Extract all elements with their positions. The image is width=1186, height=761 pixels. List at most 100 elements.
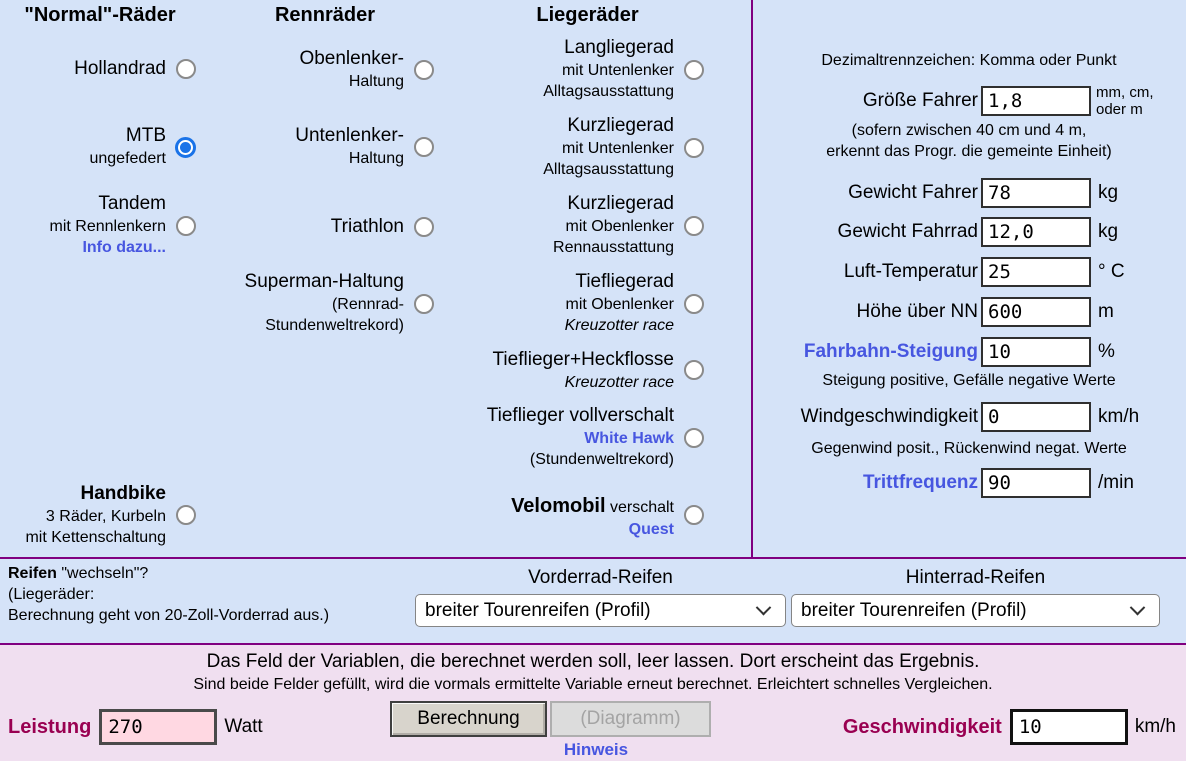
gewicht-fahrer-unit: kg	[1098, 181, 1119, 203]
option-tieflieger-heckflosse: Tieflieger+Heckflosse Kreuzotter race	[420, 348, 708, 393]
option-sublabel: mit Rennlenkern	[49, 218, 167, 235]
hoehe-ueber-nn-input[interactable]	[981, 296, 1091, 327]
radio-triathlon[interactable]	[414, 217, 434, 237]
option-untenlenker: Untenlenker- Haltung	[120, 124, 438, 169]
gewicht-fahrrad-label: Gewicht Fahrrad	[837, 220, 978, 242]
radio-mtb-selected[interactable]	[175, 137, 196, 158]
option-sublabel: (Rennrad-	[331, 296, 404, 313]
radio-tieflieger-heckflosse[interactable]	[684, 360, 704, 380]
radio-hollandrad[interactable]	[176, 59, 196, 79]
option-sublabel: 3 Räder, Kurbeln	[45, 508, 166, 525]
column-header-rennraeder: Rennräder	[274, 4, 376, 26]
radio-kurzliegerad-obenlenker[interactable]	[684, 216, 704, 236]
leistung-input[interactable]	[99, 709, 218, 745]
radio-tandem[interactable]	[176, 216, 196, 236]
option-label: Hollandrad	[74, 58, 166, 79]
slope-note: Steigung positive, Gefälle negative Wert…	[822, 372, 1116, 389]
berechnung-button[interactable]: Berechnung	[390, 701, 547, 737]
geschwindigkeit-label: Geschwindigkeit	[842, 715, 1002, 738]
option-variant-name: Kreuzotter race	[564, 317, 674, 334]
luft-temperatur-label: Luft-Temperatur	[843, 260, 978, 282]
vorderrad-reifen-select[interactable]: breiter Tourenreifen (Profil)	[415, 594, 786, 627]
radio-obenlenker[interactable]	[414, 60, 434, 80]
leistung-row: Leistung Watt	[8, 707, 263, 747]
radio-superman[interactable]	[414, 294, 434, 314]
trittfrequenz-unit: /min	[1098, 471, 1134, 493]
option-label: Tieflieger vollverschalt	[486, 405, 674, 426]
radio-untenlenker[interactable]	[414, 137, 434, 157]
radio-handbike[interactable]	[176, 505, 196, 525]
tires-question-rest: "wechseln"?	[56, 565, 149, 582]
vorderrad-reifen-header: Vorderrad-Reifen	[528, 567, 673, 588]
info-dazu-link[interactable]: Info dazu...	[82, 239, 166, 256]
calculation-section: Das Feld der Variablen, die berechnet we…	[0, 645, 1186, 761]
luft-temperatur-input[interactable]	[981, 256, 1091, 287]
column-header-normal: "Normal"-Räder	[24, 4, 176, 26]
leistung-unit: Watt	[224, 716, 263, 737]
tires-question-line2: (Liegeräder:	[8, 586, 95, 603]
option-sublabel: mit Untenlenker	[561, 62, 674, 79]
vertical-divider	[751, 0, 753, 557]
option-obenlenker: Obenlenker- Haltung	[120, 47, 438, 92]
fahrbahn-steigung-unit: %	[1098, 340, 1115, 362]
windgeschwindigkeit-input[interactable]	[981, 401, 1091, 432]
option-label: Triathlon	[330, 216, 404, 237]
vorderrad-reifen-value: breiter Tourenreifen (Profil)	[425, 599, 651, 621]
option-label: Langliegerad	[564, 37, 674, 58]
gewicht-fahrrad-input[interactable]	[981, 216, 1091, 247]
option-sublabel2: Rennausstattung	[553, 239, 674, 256]
radio-langliegerad[interactable]	[684, 60, 704, 80]
option-sublabel: ungefedert	[89, 150, 166, 167]
luft-temperatur-unit: ° C	[1098, 260, 1125, 282]
option-suffix: verschalt	[605, 499, 674, 516]
hinterrad-reifen-select[interactable]: breiter Tourenreifen (Profil)	[791, 594, 1160, 627]
tires-question-line3: Berechnung geht von 20-Zoll-Vorderrad au…	[8, 607, 330, 624]
radio-kurzliegerad-untenlenker[interactable]	[684, 138, 704, 158]
bike-selection-section: "Normal"-Räder Rennräder Liegeräder Holl…	[0, 0, 1186, 559]
leistung-label: Leistung	[8, 715, 92, 738]
hoehe-ueber-nn-label: Höhe über NN	[856, 300, 978, 322]
groesse-fahrer-unit: mm, cm, oder m	[1096, 83, 1154, 118]
option-tandem: Tandem mit Rennlenkern Info dazu...	[0, 192, 200, 258]
option-superman: Superman-Haltung (Rennrad- Stundenweltre…	[120, 270, 438, 336]
hinweis-link[interactable]: Hinweis	[563, 740, 629, 759]
gewicht-fahrer-input[interactable]	[981, 177, 1091, 208]
hoehe-ueber-nn-unit: m	[1098, 300, 1114, 322]
option-kurzliegerad-untenlenker: Kurzliegerad mit Untenlenker Alltagsauss…	[420, 114, 708, 180]
option-sublabel2: Alltagsausstattung	[543, 83, 674, 100]
radio-velomobil[interactable]	[684, 505, 704, 525]
option-langliegerad: Langliegerad mit Untenlenker Alltagsauss…	[420, 36, 708, 102]
option-mtb: MTB ungefedert	[0, 124, 200, 169]
geschwindigkeit-row: Geschwindigkeit km/h	[843, 707, 1176, 747]
windgeschwindigkeit-label: Windgeschwindigkeit	[800, 405, 978, 427]
fahrbahn-steigung-input[interactable]	[981, 336, 1091, 367]
gewicht-fahrer-label: Gewicht Fahrer	[848, 181, 978, 203]
option-label: Superman-Haltung	[244, 271, 404, 292]
quest-link[interactable]: Quest	[628, 521, 674, 538]
option-sublabel: Haltung	[348, 150, 404, 167]
chevron-down-icon	[755, 599, 772, 616]
white-hawk-link[interactable]: White Hawk	[584, 430, 674, 447]
option-sublabel: mit Obenlenker	[565, 218, 675, 235]
groesse-fahrer-input[interactable]	[981, 85, 1091, 116]
option-label: Untenlenker-	[295, 125, 404, 146]
radio-tieflieger-vollverschalt[interactable]	[684, 428, 704, 448]
decimal-note: Dezimaltrennzeichen: Komma oder Punkt	[821, 52, 1117, 69]
option-sublabel: Haltung	[348, 73, 404, 90]
fahrbahn-steigung-link[interactable]: Fahrbahn-Steigung	[803, 340, 978, 362]
option-label: Kurzliegerad	[567, 115, 674, 136]
tires-section: Reifen "wechseln"? (Liegeräder: Berechnu…	[0, 559, 1186, 645]
option-sublabel2: Stundenweltrekord)	[265, 317, 404, 334]
trittfrequenz-link[interactable]: Trittfrequenz	[862, 471, 978, 493]
option-sublabel: mit Obenlenker	[565, 296, 675, 313]
option-sublabel: mit Untenlenker	[561, 140, 674, 157]
option-kurzliegerad-obenlenker: Kurzliegerad mit Obenlenker Rennausstatt…	[420, 192, 708, 258]
trittfrequenz-input[interactable]	[981, 467, 1091, 498]
option-label: Tandem	[98, 193, 166, 214]
geschwindigkeit-unit: km/h	[1134, 716, 1176, 737]
column-header-liegeraeder: Liegeräder	[536, 4, 639, 26]
tires-question-bold: Reifen	[8, 565, 57, 582]
geschwindigkeit-input[interactable]	[1009, 709, 1128, 745]
option-label: Kurzliegerad	[567, 193, 674, 214]
radio-tiefliegerad[interactable]	[684, 294, 704, 314]
